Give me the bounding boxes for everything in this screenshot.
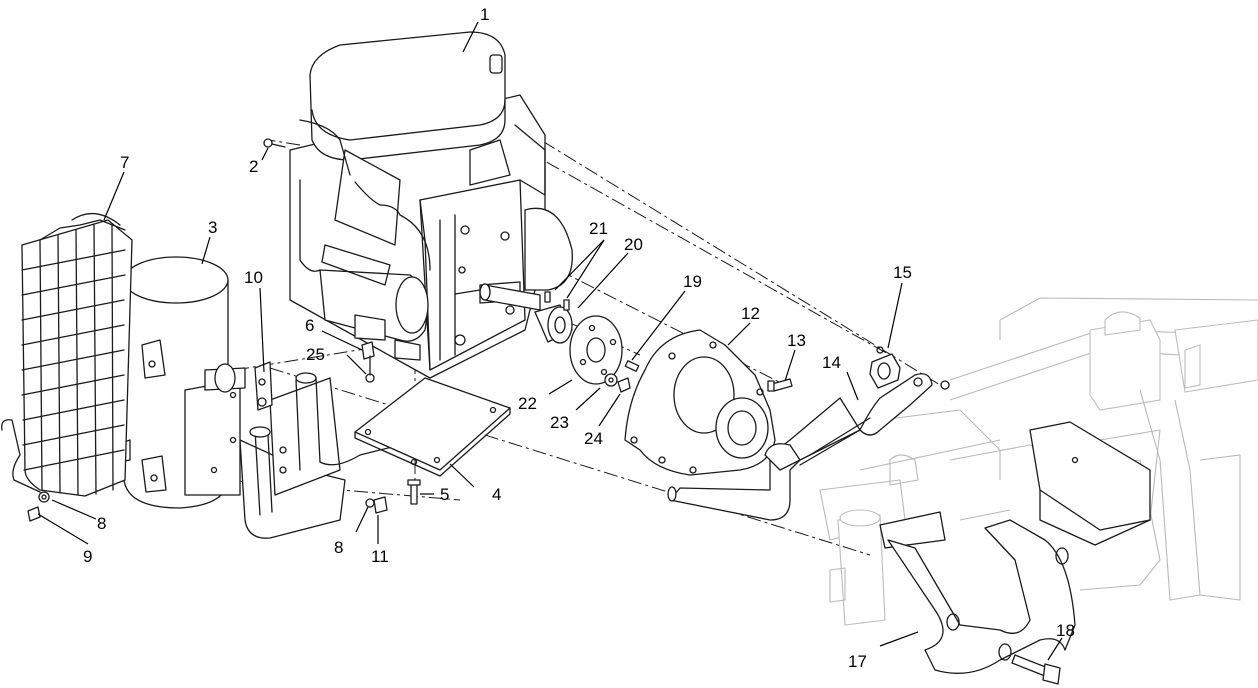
- callout-10: 10: [244, 268, 263, 287]
- callout-19: 19: [683, 272, 702, 291]
- engine-assembly: [289, 31, 573, 379]
- callout-23: 23: [550, 413, 569, 432]
- callout-25: 25: [306, 345, 325, 364]
- muffler-bracket: [239, 372, 401, 539]
- exhaust-pipe: [667, 373, 933, 521]
- key: [624, 360, 640, 372]
- bolt-5: [407, 479, 421, 505]
- adapter-housing: [624, 329, 776, 476]
- bolt-13: [767, 378, 793, 392]
- bolt-6-and-spacer-25: [361, 341, 375, 383]
- callout-8-bracket: 8: [334, 538, 343, 557]
- callout-18: 18: [1056, 621, 1075, 640]
- callout-4: 4: [492, 485, 501, 504]
- callout-17: 17: [848, 652, 867, 671]
- heat-guard: [1, 213, 133, 497]
- callout-12: 12: [741, 304, 760, 323]
- callout-13: 13: [787, 331, 806, 350]
- callout-24: 24: [584, 429, 603, 448]
- callout-20: 20: [624, 235, 643, 254]
- callout-21: 21: [589, 219, 608, 238]
- callout-9: 9: [83, 547, 92, 566]
- engine-plate: [354, 377, 511, 477]
- muffler: [97, 256, 246, 509]
- leader-lines: [37, 21, 1063, 661]
- coupler-disc: [569, 315, 623, 385]
- callout-14: 14: [822, 353, 841, 372]
- callout-2: 2: [249, 157, 258, 176]
- callout-15: 15: [893, 263, 912, 282]
- callout-6: 6: [305, 316, 314, 335]
- callout-5: 5: [440, 485, 449, 504]
- callout-22: 22: [518, 394, 537, 413]
- muffler-clamp: [254, 361, 273, 411]
- callout-11: 11: [371, 547, 389, 566]
- washer-and-bolt: [604, 373, 631, 393]
- callout-8-guard: 8: [97, 514, 106, 533]
- bracket-fasteners: [365, 496, 388, 514]
- woodruff-keys: [544, 291, 570, 311]
- callout-labels: 1 2 3 4 5 6 7 8 8 9 10 11 12 13 14 15 17…: [83, 5, 1075, 671]
- bolt-18: [1011, 654, 1061, 685]
- callout-7: 7: [120, 153, 129, 172]
- foot-bracket: [879, 421, 1151, 674]
- screw-2: [263, 138, 286, 148]
- drive-hub: [534, 304, 573, 344]
- frame-assembly-ghost: [819, 297, 1258, 626]
- crankshaft: [479, 283, 541, 311]
- guard-fasteners: [27, 491, 50, 522]
- callout-3: 3: [208, 218, 217, 237]
- exhaust-gasket: [869, 346, 950, 390]
- callout-1: 1: [480, 5, 489, 24]
